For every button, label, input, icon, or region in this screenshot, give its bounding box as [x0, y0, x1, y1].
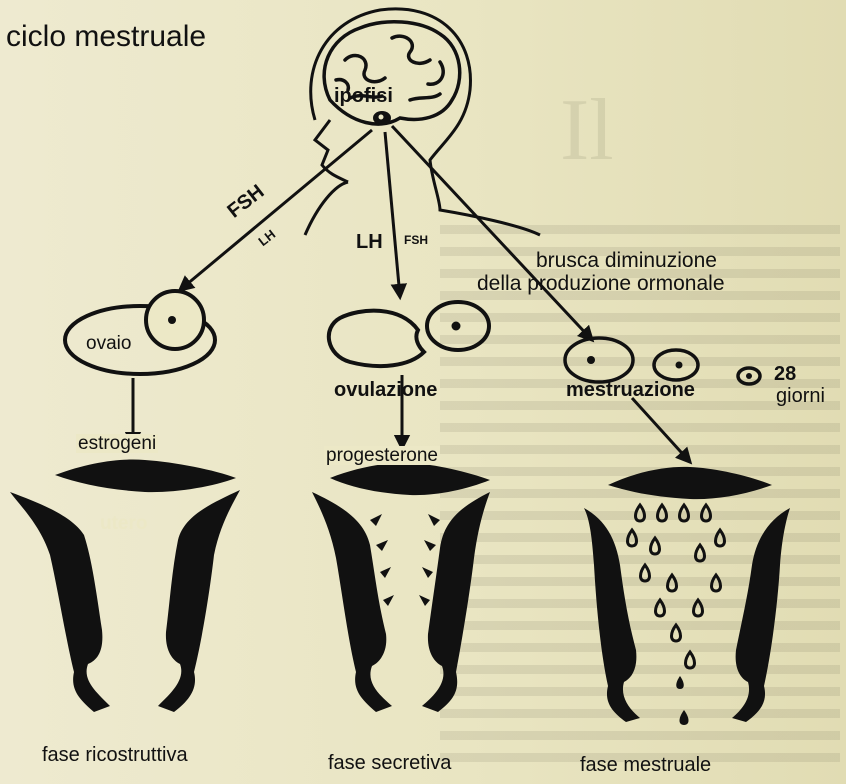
label-giorni: giorni: [776, 386, 825, 406]
menstrual-drops: [628, 505, 725, 668]
label-28: 28: [774, 364, 796, 384]
label-fsh-mid: FSH: [404, 234, 428, 246]
uterus-menstrual: [584, 467, 790, 722]
label-hormone-drop-line1: brusca diminuzione: [536, 250, 717, 271]
label-ipofisi: ipofisi: [334, 86, 393, 106]
label-ovulazione: ovulazione: [334, 380, 437, 400]
label-hormone-drop-line2: della produzione ormonale: [477, 273, 725, 294]
label-progesterone: progesterone: [324, 446, 440, 465]
phase-label-menstrual: fase mestruale: [580, 755, 711, 775]
phase-label-reconstructive: fase ricostruttiva: [42, 745, 188, 765]
ovary-2: [329, 302, 489, 366]
label-lh-mid: LH: [356, 232, 383, 252]
label-utero: utero: [100, 514, 148, 533]
label-estrogeni: estrogeni: [76, 434, 158, 453]
label-mestruazione: mestruazione: [566, 380, 695, 400]
arrow-fsh-lh-to-ovary: [180, 130, 372, 290]
uterus-reconstructive: [10, 460, 240, 712]
diagram-title: ciclo mestruale: [6, 22, 206, 52]
brain: [324, 22, 460, 124]
label-ovaio: ovaio: [86, 334, 131, 353]
uterus-secretive: [312, 463, 490, 712]
arrow-menstruation: [632, 398, 690, 462]
phase-label-secretive: fase secretiva: [328, 753, 451, 773]
head-profile: [305, 9, 540, 235]
menstrual-drops-falling: [676, 676, 688, 725]
arrow-lh-fsh-to-ovulation: [385, 132, 400, 297]
